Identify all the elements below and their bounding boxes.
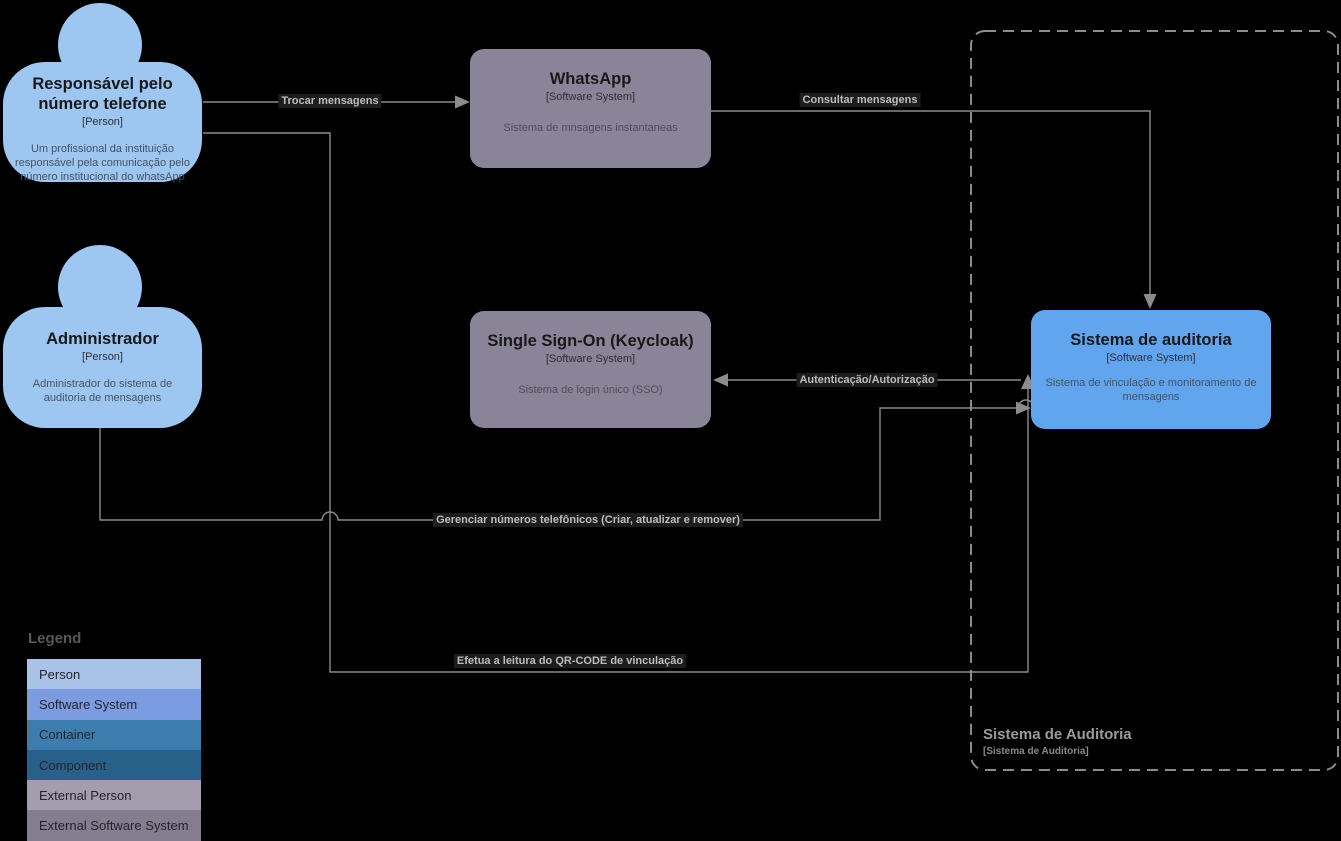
legend-item-label: Person — [39, 666, 81, 682]
legend-item: Software System — [27, 689, 201, 720]
legend-item-label: Software System — [39, 696, 138, 712]
legend-title: Legend — [28, 630, 82, 647]
system-sso[interactable]: Single Sign-On (Keycloak) [Software Syst… — [470, 311, 711, 428]
arrowhead-gerenciar — [1016, 401, 1031, 415]
boundary-sistema-de-auditoria — [970, 30, 1339, 771]
edge-label-autenticacao: Autenticação/Autorização — [796, 373, 938, 387]
edge-label-trocar: Trocar mensagens — [278, 94, 382, 108]
person-administrador-description: Administrador do sistema de auditoria de… — [32, 378, 173, 404]
legend-item: External Person — [27, 780, 201, 811]
edge-consultar-mensagens — [711, 110, 1151, 294]
person-responsavel-meta: [Person] — [82, 116, 123, 128]
legend-item: Container — [27, 719, 201, 750]
person-administrador-meta: [Person] — [82, 351, 123, 363]
legend-item: Person — [27, 659, 201, 690]
boundary-label: Sistema de Auditoria [Sistema de Auditor… — [983, 726, 1132, 757]
legend-item-label: Container — [39, 727, 96, 743]
arrowhead-consultar — [1143, 294, 1157, 309]
edge-qr-code — [203, 132, 1029, 673]
system-auditoria-meta: [Software System] — [1106, 352, 1196, 364]
system-auditoria[interactable]: Sistema de auditoria [Software System] S… — [1031, 310, 1271, 429]
system-sso-meta: [Software System] — [545, 353, 636, 365]
system-auditoria-description: Sistema de vinculação e monitoramento de… — [1045, 377, 1257, 403]
system-sso-description: Sistema de login único (SSO) — [518, 384, 663, 396]
boundary-name: Sistema de Auditoria — [983, 726, 1132, 743]
person-administrador-name: Administrador — [46, 330, 159, 348]
edge-label-consultar: Consultar mensagens — [799, 93, 921, 107]
system-sso-name: Single Sign-On (Keycloak) — [487, 332, 694, 350]
legend-item-label: External Software System — [39, 818, 189, 834]
edge-label-gerenciar: Gerenciar números telefônicos (Criar, at… — [433, 513, 743, 527]
system-whatsapp-name: WhatsApp — [549, 70, 632, 88]
person-responsavel-description: Um profissional da instituição responsáv… — [15, 143, 190, 183]
edge-label-qrcode: Efetua a leitura do QR-CODE de vinculaçã… — [453, 654, 687, 668]
system-whatsapp-meta: [Software System] — [545, 91, 636, 103]
arrowhead-autenticacao-left — [713, 373, 728, 387]
system-whatsapp[interactable]: WhatsApp [Software System] Sistema de mn… — [470, 49, 711, 168]
person-responsavel-name: Responsável pelo número telefone — [32, 75, 173, 113]
system-auditoria-name: Sistema de auditoria — [1070, 331, 1232, 349]
arrowhead-trocar — [455, 95, 470, 109]
boundary-meta: [Sistema de Auditoria] — [983, 746, 1089, 757]
person-responsavel[interactable]: Responsável pelo número telefone [Person… — [3, 62, 202, 183]
legend-item-label: External Person — [39, 787, 132, 803]
legend-item: External Software System — [27, 810, 201, 841]
legend-item: Component — [27, 749, 201, 781]
person-administrador[interactable]: Administrador [Person] Administrador do … — [3, 307, 202, 428]
system-whatsapp-description: Sistema de mnsagens instantaneas — [503, 122, 678, 134]
legend-item-label: Component — [39, 757, 107, 773]
